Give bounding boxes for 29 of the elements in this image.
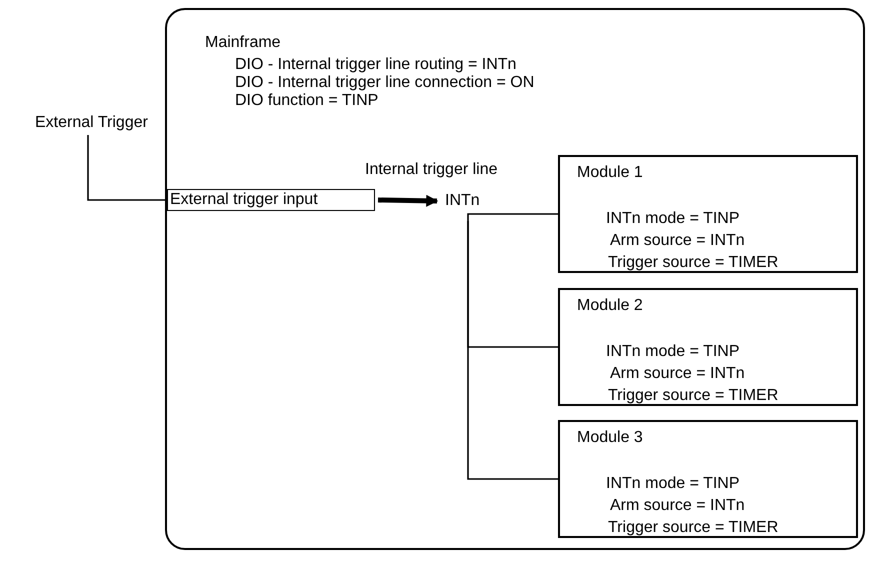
setting-text: DIO function = TINP [235, 92, 378, 110]
setting-text: DIO - Internal trigger line routing = INTn [235, 56, 516, 74]
node-title: Module 2 [577, 297, 643, 315]
setting-text: INTn mode = TINP [606, 210, 740, 228]
setting-text: Trigger source = TIMER [608, 519, 778, 537]
node-title: Mainframe [205, 34, 281, 52]
connector-line [467, 221, 558, 480]
module-box [558, 288, 858, 406]
setting-text: INTn mode = TINP [606, 475, 740, 493]
node-title: INTn [445, 192, 480, 210]
mainframe-panel [165, 8, 865, 550]
node-title: Module 1 [577, 164, 643, 182]
connector-line [467, 213, 558, 221]
setting-text: Arm source = INTn [610, 497, 745, 515]
setting-text: DIO - Internal trigger line connection = ON [235, 74, 534, 92]
setting-text: Arm source = INTn [610, 365, 745, 383]
caption-text: Internal trigger line [365, 161, 498, 179]
setting-text: Trigger source = TIMER [608, 254, 778, 272]
node-title: Module 3 [577, 429, 643, 447]
module-box [558, 420, 858, 538]
connector-line [87, 135, 167, 201]
setting-text: INTn mode = TINP [606, 343, 740, 361]
module-box [558, 155, 858, 273]
node-title: External trigger input [170, 191, 318, 209]
setting-text: Arm source = INTn [610, 232, 745, 250]
setting-text: Trigger source = TIMER [608, 387, 778, 405]
input-box [167, 189, 375, 211]
arrow [378, 194, 438, 207]
node-label: External Trigger [35, 114, 148, 132]
